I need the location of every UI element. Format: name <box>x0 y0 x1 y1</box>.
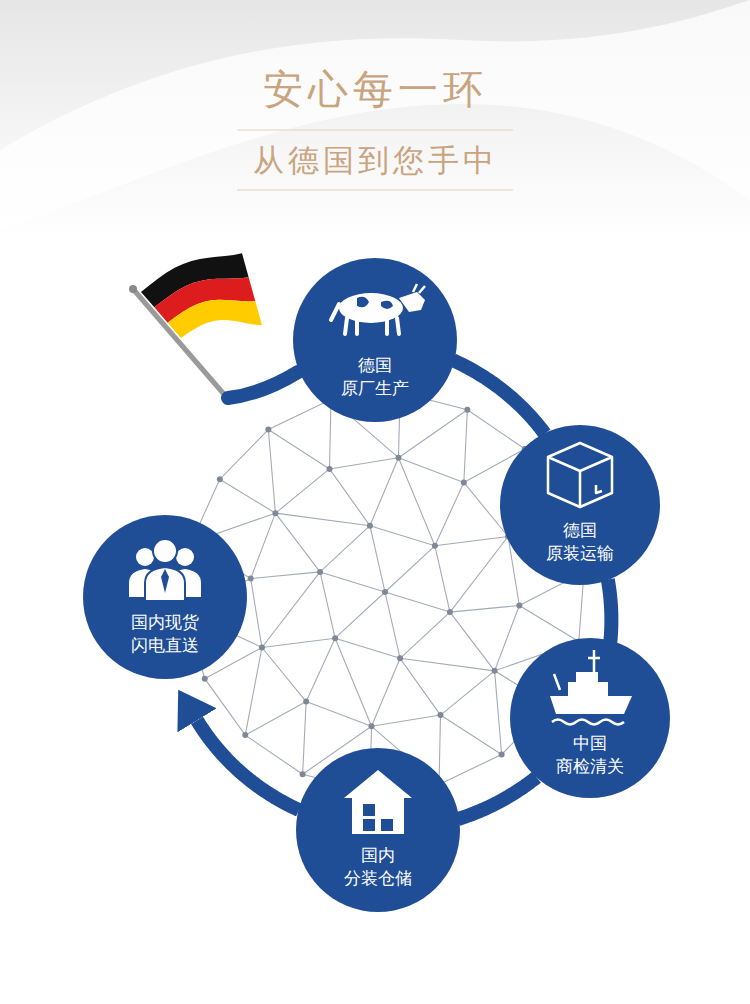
network-dot <box>397 655 403 661</box>
rule-line <box>237 130 513 131</box>
step-label: 国内现货 闪电直送 <box>126 611 204 658</box>
circle-fill <box>293 258 457 422</box>
circle-fill <box>510 638 670 798</box>
circle-fill <box>296 748 460 912</box>
network-dot <box>516 602 522 608</box>
step-label: 国内 分装仓储 <box>339 844 417 891</box>
step-label: 中国 商检清关 <box>551 732 629 779</box>
cow-icon <box>331 284 425 334</box>
network-dot <box>395 455 401 461</box>
step-circle: 国内 分装仓储 <box>296 748 460 912</box>
network-dot <box>432 543 438 549</box>
network-dot <box>259 644 265 650</box>
ship-icon <box>550 650 632 725</box>
pole-knob <box>129 285 137 293</box>
network-dot <box>317 569 323 575</box>
ring-connector <box>197 720 299 810</box>
network-dot <box>327 466 333 472</box>
ring-connector <box>458 777 537 819</box>
network-dot <box>272 510 278 516</box>
top-ground <box>0 0 750 240</box>
network-dot <box>464 407 470 413</box>
circle-fill <box>83 515 247 679</box>
step-circle: 德国 原厂生产 <box>293 258 457 422</box>
step-circle: 国内现货 闪电直送 <box>83 515 247 679</box>
silk-swirl <box>0 0 750 230</box>
flag-band <box>168 300 262 338</box>
step-circle: 中国 商检清关 <box>510 638 670 798</box>
step-circle: 德国 原装运输 <box>500 425 660 585</box>
title: 安心每一环 <box>0 62 750 117</box>
network-dot <box>242 732 248 738</box>
network-dot <box>332 635 338 641</box>
circle-fill <box>500 425 660 585</box>
network-dot <box>303 699 309 705</box>
ring-connector <box>608 580 612 643</box>
network-dot <box>369 723 375 729</box>
ring-start <box>228 372 298 398</box>
rule-line <box>237 190 513 191</box>
network-dot <box>447 609 453 615</box>
ring-connector <box>453 360 545 434</box>
network-dot <box>248 576 254 582</box>
network-dot <box>265 427 271 433</box>
network-dot <box>437 712 443 718</box>
network-dot <box>382 589 388 595</box>
people-icon <box>129 539 201 601</box>
step-label: 德国 原装运输 <box>541 519 619 566</box>
step-label: 德国 原厂生产 <box>336 354 414 401</box>
network-dot <box>499 751 505 757</box>
network-dot <box>461 479 467 485</box>
subtitle: 从德国到您手中 <box>0 140 750 182</box>
network-dot <box>300 771 306 777</box>
german-flag <box>129 253 262 400</box>
box-icon <box>548 443 612 507</box>
network-dot <box>367 523 373 529</box>
network-dot <box>217 476 223 482</box>
network-dot <box>492 668 498 674</box>
network-dot <box>202 676 208 682</box>
house-icon <box>344 770 412 834</box>
